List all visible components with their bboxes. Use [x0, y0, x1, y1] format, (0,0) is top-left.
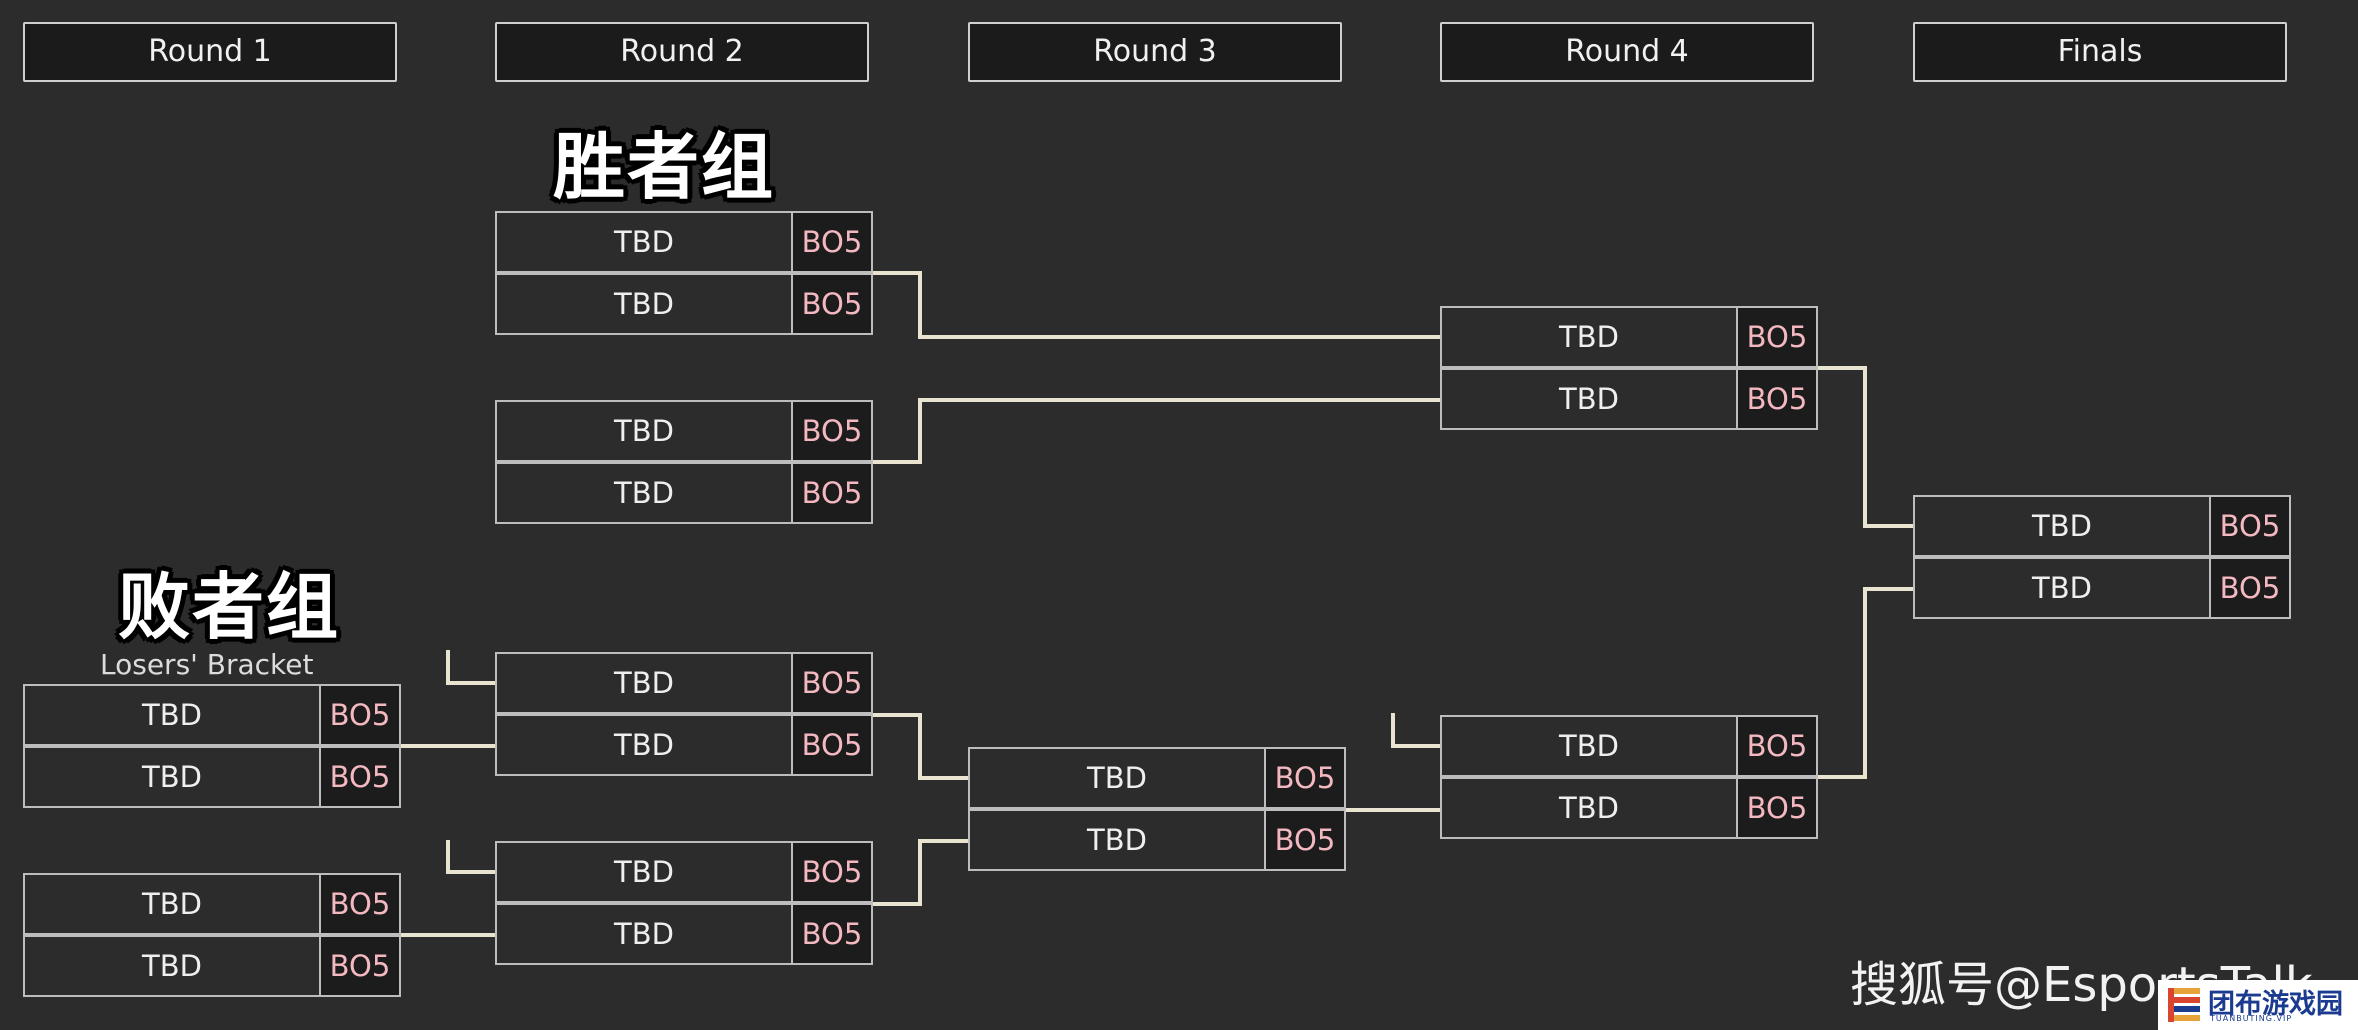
- connector-line: [873, 398, 1440, 464]
- team-row[interactable]: TBD BO5: [1440, 715, 1818, 777]
- team-row[interactable]: TBD BO5: [23, 684, 401, 746]
- team-row[interactable]: TBD BO5: [23, 746, 401, 808]
- connector-line: [873, 271, 1440, 339]
- team-name: TBD: [1559, 729, 1619, 763]
- connector-line: [1818, 366, 1913, 528]
- connector-line: [446, 840, 495, 874]
- team-name: TBD: [614, 666, 674, 700]
- series-format-badge: BO5: [1264, 811, 1344, 869]
- series-format-badge: BO5: [319, 748, 399, 806]
- team-name: TBD: [614, 855, 674, 889]
- team-name: TBD: [142, 760, 202, 794]
- round-header-finals: Finals: [1913, 22, 2287, 82]
- team-name: TBD: [1087, 823, 1147, 857]
- team-row[interactable]: TBD BO5: [968, 809, 1346, 871]
- series-format-badge: BO5: [1736, 717, 1816, 775]
- team-name: TBD: [1559, 791, 1619, 825]
- team-row[interactable]: TBD BO5: [23, 873, 401, 935]
- round-header-1: Round 1: [23, 22, 397, 82]
- connector-line: [873, 713, 968, 780]
- connector-line: [1818, 587, 1913, 779]
- team-row[interactable]: TBD BO5: [495, 903, 873, 965]
- series-format-badge: BO5: [791, 905, 871, 963]
- team-row[interactable]: TBD BO5: [1913, 557, 2291, 619]
- series-format-badge: BO5: [791, 716, 871, 774]
- team-name: TBD: [614, 476, 674, 510]
- team-row[interactable]: TBD BO5: [968, 747, 1346, 809]
- round-header-4: Round 4: [1440, 22, 1814, 82]
- team-row[interactable]: TBD BO5: [1913, 495, 2291, 557]
- team-row[interactable]: TBD BO5: [1440, 777, 1818, 839]
- team-row[interactable]: TBD BO5: [495, 400, 873, 462]
- team-row[interactable]: TBD BO5: [1440, 306, 1818, 368]
- team-row[interactable]: TBD BO5: [23, 935, 401, 997]
- losers-group-title: 败者组: [118, 565, 341, 649]
- team-name: TBD: [1559, 382, 1619, 416]
- logo-name: 团布游戏园: [2208, 989, 2343, 1020]
- series-format-badge: BO5: [791, 464, 871, 522]
- series-format-badge: BO5: [2209, 497, 2289, 555]
- series-format-badge: BO5: [1736, 370, 1816, 428]
- team-row[interactable]: TBD BO5: [495, 841, 873, 903]
- series-format-badge: BO5: [1736, 779, 1816, 837]
- series-format-badge: BO5: [1264, 749, 1344, 807]
- connector-line: [1391, 713, 1440, 748]
- team-name: TBD: [2032, 509, 2092, 543]
- series-format-badge: BO5: [319, 686, 399, 744]
- losers-bracket-label: Losers' Bracket: [100, 648, 314, 681]
- team-name: TBD: [614, 728, 674, 762]
- series-format-badge: BO5: [791, 843, 871, 901]
- team-name: TBD: [614, 414, 674, 448]
- team-name: TBD: [142, 887, 202, 921]
- connector-line: [873, 839, 968, 906]
- site-logo: 团布游戏园 TUANBUTING.VIP: [2158, 980, 2358, 1030]
- team-row[interactable]: TBD BO5: [1440, 368, 1818, 430]
- series-format-badge: BO5: [791, 402, 871, 460]
- series-format-badge: BO5: [2209, 559, 2289, 617]
- team-row[interactable]: TBD BO5: [495, 211, 873, 273]
- team-name: TBD: [1559, 320, 1619, 354]
- series-format-badge: BO5: [791, 654, 871, 712]
- series-format-badge: BO5: [319, 937, 399, 995]
- team-row[interactable]: TBD BO5: [495, 652, 873, 714]
- team-row[interactable]: TBD BO5: [495, 462, 873, 524]
- team-name: TBD: [614, 287, 674, 321]
- team-name: TBD: [614, 917, 674, 951]
- team-name: TBD: [142, 949, 202, 983]
- series-format-badge: BO5: [319, 875, 399, 933]
- connector-line: [446, 650, 495, 685]
- team-name: TBD: [1087, 761, 1147, 795]
- series-format-badge: BO5: [791, 275, 871, 333]
- series-format-badge: BO5: [791, 213, 871, 271]
- team-row[interactable]: TBD BO5: [495, 273, 873, 335]
- logo-grid-icon: [2168, 988, 2200, 1022]
- series-format-badge: BO5: [1736, 308, 1816, 366]
- team-name: TBD: [614, 225, 674, 259]
- team-name: TBD: [2032, 571, 2092, 605]
- round-header-2: Round 2: [495, 22, 869, 82]
- team-name: TBD: [142, 698, 202, 732]
- winners-group-title: 胜者组: [553, 125, 776, 209]
- round-header-3: Round 3: [968, 22, 1342, 82]
- logo-subtitle: TUANBUTING.VIP: [2210, 1014, 2293, 1023]
- team-row[interactable]: TBD BO5: [495, 714, 873, 776]
